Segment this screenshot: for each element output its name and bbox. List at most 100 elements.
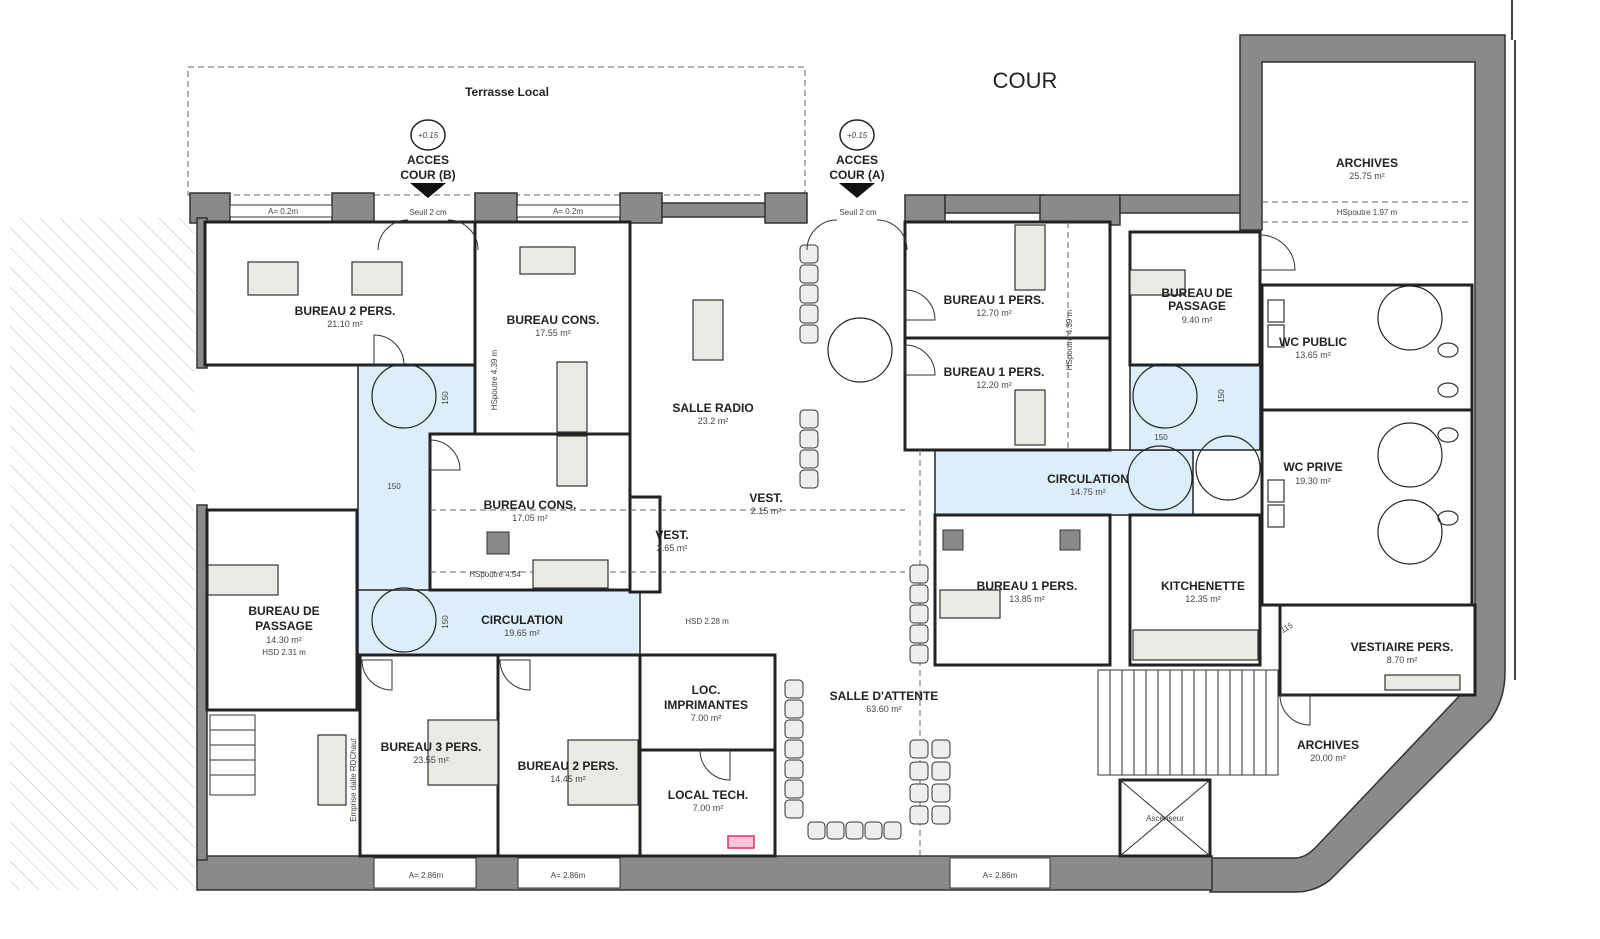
svg-text:Seuil 2 cm: Seuil 2 cm — [839, 208, 877, 217]
wc-fixtures — [1267, 299, 1459, 528]
room-wc-public: WC PUBLIC 13.65 m² — [1279, 335, 1347, 360]
room-bureau-cons-top: BUREAU CONS. 17.55 m² — [507, 313, 600, 338]
svg-text:150: 150 — [1154, 433, 1168, 442]
svg-text:SALLE RADIO: SALLE RADIO — [672, 401, 753, 415]
svg-text:+0.15: +0.15 — [418, 131, 439, 140]
svg-text:12.35 m²: 12.35 m² — [1185, 594, 1221, 604]
svg-text:63.60 m²: 63.60 m² — [866, 704, 902, 714]
svg-text:BUREAU 1 PERS.: BUREAU 1 PERS. — [944, 365, 1045, 379]
svg-text:LOC.: LOC. — [692, 683, 721, 697]
room-bureau-1-pers-a: BUREAU 1 PERS. 12.70 m² — [944, 293, 1045, 318]
svg-text:HSpoutre 1.97 m: HSpoutre 1.97 m — [1337, 208, 1398, 217]
svg-text:ARCHIVES: ARCHIVES — [1336, 156, 1398, 170]
svg-text:21.10 m²: 21.10 m² — [327, 319, 363, 329]
room-circulation-right: CIRCULATION 14.75 m² — [1047, 472, 1129, 497]
svg-text:23.55 m²: 23.55 m² — [413, 755, 449, 765]
room-bureau-1-pers-b: BUREAU 1 PERS. 12.20 m² — [944, 365, 1045, 390]
svg-text:HSD 2.31 m: HSD 2.31 m — [262, 648, 306, 657]
bottom-windows: A= 2.86m A= 2.86m A= 2.86m — [373, 857, 1051, 889]
svg-text:Ascenseur: Ascenseur — [1146, 814, 1184, 823]
svg-text:14.75 m²: 14.75 m² — [1070, 487, 1106, 497]
room-archives-bottom: ARCHIVES 20.00 m² — [1297, 738, 1359, 763]
neighbour-hatched-area — [10, 218, 195, 890]
svg-text:150: 150 — [441, 391, 450, 405]
room-loc-imprimantes: LOC. IMPRIMANTES 7.00 m² — [664, 683, 748, 723]
room-vestiaire-pers: VESTIAIRE PERS. 8.70 m² — [1351, 640, 1454, 665]
access-b-marker: +0.15 ACCES COUR (B) Seuil 2 cm — [400, 119, 456, 217]
svg-text:KITCHENETTE: KITCHENETTE — [1161, 579, 1245, 593]
svg-text:BUREAU 2 PERS.: BUREAU 2 PERS. — [295, 304, 396, 318]
svg-text:A= 2.86m: A= 2.86m — [983, 871, 1018, 880]
svg-text:SALLE D'ATTENTE: SALLE D'ATTENTE — [830, 689, 939, 703]
top-windows: A= 0.2m A= 0.2m — [229, 204, 621, 218]
circulation-left-corridor — [357, 589, 641, 656]
svg-text:WC PRIVE: WC PRIVE — [1283, 460, 1342, 474]
arrow-down-icon — [410, 183, 446, 198]
svg-text:BUREAU DE: BUREAU DE — [1161, 286, 1232, 300]
room-kitchenette: KITCHENETTE 12.35 m² — [1161, 579, 1245, 604]
courtyard-label: COUR — [993, 68, 1058, 93]
svg-text:17.55 m²: 17.55 m² — [535, 328, 571, 338]
room-local-tech: LOCAL TECH. 7.00 m² — [668, 788, 748, 813]
arrow-down-icon — [839, 183, 875, 198]
svg-text:LOCAL TECH.: LOCAL TECH. — [668, 788, 748, 802]
svg-text:9.40 m²: 9.40 m² — [1182, 315, 1213, 325]
room-vest-b: VEST. 2.15 m² — [749, 491, 782, 516]
svg-text:ACCES: ACCES — [836, 153, 878, 167]
svg-text:7.00 m²: 7.00 m² — [691, 713, 722, 723]
svg-text:13.65 m²: 13.65 m² — [1295, 350, 1331, 360]
svg-text:A= 0.2m: A= 0.2m — [268, 207, 298, 216]
room-bureau-2-pers-bottom: BUREAU 2 PERS. 14.45 m² — [518, 759, 619, 784]
svg-text:150: 150 — [387, 482, 401, 491]
room-bureau-cons-mid: BUREAU CONS. 17.05 m² — [484, 498, 577, 523]
svg-text:BUREAU CONS.: BUREAU CONS. — [484, 498, 577, 512]
room-outlines — [203, 220, 1477, 858]
svg-text:BUREAU DE: BUREAU DE — [248, 604, 319, 618]
svg-text:150: 150 — [441, 615, 450, 629]
svg-text:150: 150 — [1217, 389, 1226, 403]
svg-text:23.2 m²: 23.2 m² — [698, 416, 729, 426]
room-circulation-left: CIRCULATION 19.65 m² — [481, 613, 563, 638]
svg-text:A= 2.86m: A= 2.86m — [409, 871, 444, 880]
svg-text:A= 0.2m: A= 0.2m — [553, 207, 583, 216]
svg-text:COUR (B): COUR (B) — [400, 168, 455, 182]
svg-text:PASSAGE: PASSAGE — [255, 619, 313, 633]
svg-text:17.05 m²: 17.05 m² — [512, 513, 548, 523]
svg-text:HSpoutre 4.39 m: HSpoutre 4.39 m — [1065, 309, 1074, 370]
svg-text:ACCES: ACCES — [407, 153, 449, 167]
svg-text:BUREAU CONS.: BUREAU CONS. — [507, 313, 600, 327]
room-bureau-1-pers-c: BUREAU 1 PERS. 13.85 m² — [977, 579, 1078, 604]
circulation-right-zone — [934, 449, 1194, 516]
svg-text:CIRCULATION: CIRCULATION — [481, 613, 563, 627]
furniture — [207, 224, 1461, 849]
room-bureau-de-passage-left: BUREAU DE PASSAGE 14.30 m² HSD 2.31 m — [248, 604, 319, 657]
svg-text:BUREAU 1 PERS.: BUREAU 1 PERS. — [977, 579, 1078, 593]
room-salle-radio: SALLE RADIO 23.2 m² — [672, 401, 753, 426]
svg-text:+0.15: +0.15 — [847, 131, 868, 140]
svg-text:14.45 m²: 14.45 m² — [550, 774, 586, 784]
svg-text:8.70 m²: 8.70 m² — [1387, 655, 1418, 665]
svg-text:25.75 m²: 25.75 m² — [1349, 171, 1385, 181]
fire-extinguisher-box — [727, 835, 755, 849]
svg-text:Seuil 2 cm: Seuil 2 cm — [409, 208, 447, 217]
svg-text:2.15 m²: 2.15 m² — [751, 506, 782, 516]
svg-text:14.30 m²: 14.30 m² — [266, 635, 302, 645]
room-wc-prive: WC PRIVE 19.30 m² — [1283, 460, 1342, 486]
svg-text:19.30 m²: 19.30 m² — [1295, 476, 1331, 486]
svg-text:VESTIAIRE PERS.: VESTIAIRE PERS. — [1351, 640, 1454, 654]
svg-text:12.70 m²: 12.70 m² — [976, 308, 1012, 318]
svg-text:ARCHIVES: ARCHIVES — [1297, 738, 1359, 752]
svg-text:A= 2.86m: A= 2.86m — [551, 871, 586, 880]
svg-text:BUREAU 1 PERS.: BUREAU 1 PERS. — [944, 293, 1045, 307]
svg-text:7.00 m²: 7.00 m² — [693, 803, 724, 813]
svg-text:VEST.: VEST. — [655, 528, 688, 542]
room-bureau-de-passage-right: BUREAU DE PASSAGE 9.40 m² — [1161, 286, 1232, 325]
svg-text:BUREAU 3 PERS.: BUREAU 3 PERS. — [381, 740, 482, 754]
staircase — [209, 669, 1279, 796]
svg-text:2.65 m²: 2.65 m² — [657, 543, 688, 553]
svg-text:CIRCULATION: CIRCULATION — [1047, 472, 1129, 486]
svg-text:13.85 m²: 13.85 m² — [1009, 594, 1045, 604]
svg-text:BUREAU 2 PERS.: BUREAU 2 PERS. — [518, 759, 619, 773]
svg-text:HSpoutre 4.39 m: HSpoutre 4.39 m — [490, 349, 499, 410]
